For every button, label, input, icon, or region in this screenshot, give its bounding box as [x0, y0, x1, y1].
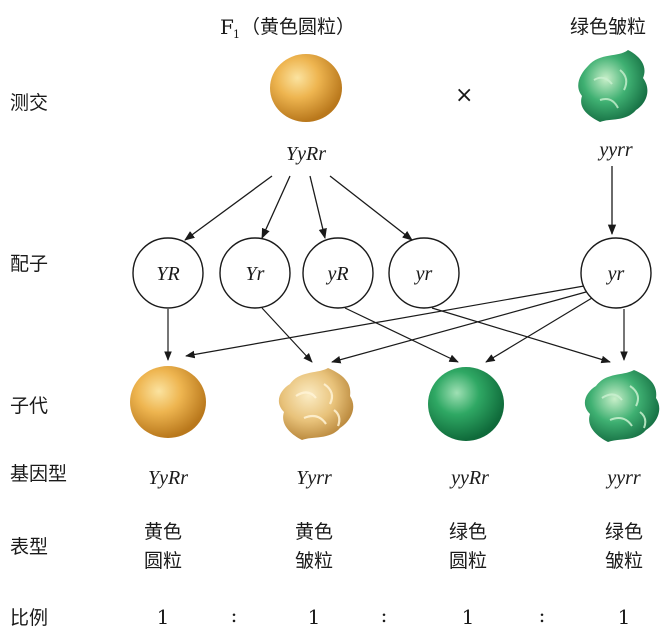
offspring-yellow-round-pea: [130, 366, 206, 438]
gamete-label-yr: yr: [414, 263, 433, 285]
offspring-green-wrinkled-pea: [584, 370, 660, 442]
gamete-label-yR: yR: [325, 263, 348, 285]
f1-description: （黄色圆粒）: [241, 16, 355, 38]
offspring-genotype-4: yyrr: [605, 467, 641, 489]
gamete-circle-Yr: [219, 237, 291, 309]
offspring-genotype-1: YyRr: [148, 467, 188, 489]
row-label-genotype: 基因型: [10, 463, 67, 485]
row-label-offspring: 子代: [10, 395, 48, 417]
ratio-value-4: 1: [618, 605, 631, 628]
row-label-testcross: 测交: [10, 92, 48, 114]
gamete-circle-yr-p2: [580, 237, 652, 309]
ratio-separator-3: :: [539, 603, 546, 627]
gamete-circle-yR: [302, 237, 374, 309]
offspring-genotype-3: yyRr: [449, 467, 489, 489]
offspring-yellow-wrinkled-pea: [278, 368, 354, 440]
gamete-label-yr-p2: yr: [606, 263, 625, 285]
parent1-genotype: YyRr: [286, 143, 326, 165]
gamete-circle-yr: [388, 237, 460, 309]
offspring-phenotype-3-line1: 绿色: [449, 521, 487, 543]
parent-green-wrinkled-pea: [578, 50, 648, 122]
offspring-phenotype-3-line2: 圆粒: [449, 550, 487, 572]
f1-label: F: [220, 15, 234, 39]
ratio-separator-2: :: [381, 603, 388, 627]
green-wrinkled-label: 绿色皱粒: [570, 16, 646, 38]
gamete-label-YR: YR: [156, 263, 179, 285]
parent2-genotype: yyrr: [597, 139, 633, 161]
offspring-phenotype-1-line1: 黄色: [144, 521, 182, 543]
ratio-value-3: 1: [462, 605, 475, 628]
wrinkle-texture: [295, 383, 341, 427]
offspring-genotype-2: Yyrr: [296, 467, 332, 489]
offspring-green-round-pea: [428, 367, 504, 441]
row-label-gametes: 配子: [10, 253, 48, 275]
gamete-to-offspring-arrows: [164, 285, 628, 364]
ratio-separator-1: :: [231, 603, 238, 627]
parent-yellow-round-pea: [270, 54, 342, 122]
offspring-phenotype-1-line2: 圆粒: [144, 550, 182, 572]
offspring-phenotype-4-line1: 绿色: [605, 521, 643, 543]
offspring-phenotype-4-line2: 皱粒: [605, 550, 643, 572]
row-label-ratio: 比例: [10, 607, 48, 628]
wrinkle-texture: [593, 69, 628, 109]
f1-subscript: 1: [233, 28, 240, 41]
gamete-circle-YR: [132, 237, 204, 309]
ratio-value-1: 1: [157, 605, 170, 628]
ratio-value-2: 1: [308, 605, 321, 628]
gamete-label-Yr: Yr: [246, 263, 265, 285]
row-label-phenotype: 表型: [10, 536, 48, 558]
parent-to-gamete-arrows: [184, 166, 617, 241]
cross-symbol: ×: [455, 83, 473, 108]
wrinkle-texture: [601, 385, 647, 429]
offspring-phenotype-2-line1: 黄色: [295, 521, 333, 543]
offspring-phenotype-2-line2: 皱粒: [295, 550, 333, 572]
